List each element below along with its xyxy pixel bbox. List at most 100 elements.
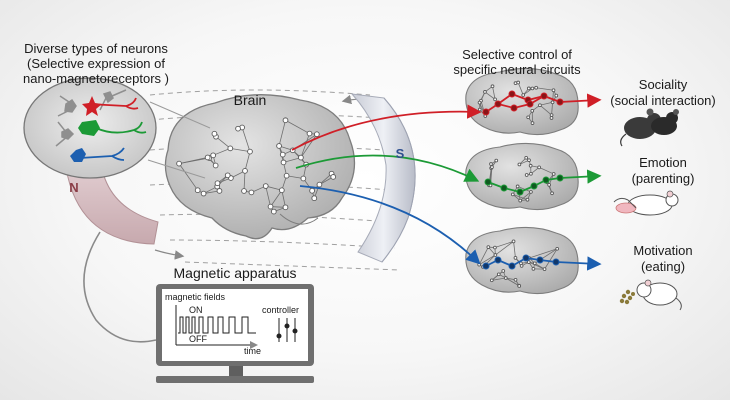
- off-label: OFF: [189, 334, 207, 344]
- red-circuit-nodes: [482, 90, 564, 116]
- network-link: [539, 104, 552, 116]
- network-node: [494, 158, 499, 163]
- network-node: [224, 172, 231, 179]
- network-node: [554, 93, 559, 98]
- network-node: [547, 183, 551, 187]
- social-mice-icon: [620, 108, 679, 147]
- network-node: [517, 284, 522, 288]
- network-node: [210, 152, 217, 159]
- neurons-title-line-1: Diverse types of neurons: [24, 41, 168, 56]
- sociality-detail-label: (social interaction): [610, 93, 716, 108]
- network-node: [330, 174, 337, 180]
- emotion-detail-label: (parenting): [631, 171, 695, 186]
- network-node: [515, 184, 520, 189]
- brain-outline: [164, 94, 356, 240]
- network-node: [200, 190, 207, 197]
- network-node: [248, 189, 255, 196]
- zoom-line-top: [149, 101, 211, 129]
- network-link: [538, 166, 554, 175]
- network-node: [282, 204, 289, 211]
- network-link: [300, 134, 318, 158]
- green-circuit-nodes: [484, 174, 564, 196]
- network-node: [300, 175, 307, 182]
- network-node: [529, 190, 533, 194]
- south-pole-magnet-edge: [381, 97, 416, 263]
- blue-pathway: [299, 185, 481, 265]
- network-link: [492, 86, 496, 100]
- network-node: [280, 159, 287, 166]
- network-node: [316, 181, 323, 188]
- network-link: [517, 186, 532, 193]
- parenting-mouse-icon: [613, 190, 679, 216]
- network-node: [521, 93, 526, 97]
- network-node: [477, 262, 482, 267]
- network-node: [526, 86, 531, 91]
- network-node: [490, 165, 494, 169]
- circuit-brain-emotion: [465, 142, 579, 211]
- network-link: [179, 157, 210, 164]
- network-link: [517, 82, 524, 96]
- network-node: [530, 121, 535, 125]
- network-node: [550, 100, 555, 105]
- network-node: [534, 85, 538, 90]
- red-pathway: [291, 104, 482, 151]
- network-link: [552, 90, 554, 103]
- network-node: [283, 172, 290, 179]
- magnet-cable: [83, 231, 157, 343]
- network-node: [527, 158, 531, 163]
- network-link: [551, 102, 553, 116]
- motivation-brain-network: [477, 239, 560, 288]
- network-link: [178, 163, 199, 191]
- network-node: [501, 269, 506, 273]
- network-link: [513, 241, 516, 258]
- network-link: [512, 194, 528, 201]
- fields-axis-label: magnetic fields: [165, 292, 226, 302]
- network-node: [513, 277, 518, 282]
- network-node: [278, 187, 285, 194]
- network-node: [247, 148, 253, 155]
- network-link: [478, 246, 489, 265]
- network-link: [519, 191, 532, 201]
- network-link: [283, 157, 302, 163]
- circuit-brain-social: [465, 67, 579, 136]
- network-link: [529, 248, 558, 259]
- gray-neurons: [55, 89, 127, 147]
- network-node: [510, 192, 515, 197]
- eating-mouse-icon: [619, 279, 682, 311]
- network-node: [309, 187, 315, 194]
- network-node: [517, 162, 522, 167]
- network-node: [486, 245, 491, 249]
- network-node: [531, 266, 536, 271]
- network-node: [526, 260, 531, 264]
- north-pole-label: N: [69, 180, 79, 195]
- network-node: [267, 203, 274, 210]
- network-node: [503, 276, 508, 280]
- blue-neuron: [70, 147, 125, 162]
- network-link: [536, 87, 554, 91]
- on-label: ON: [189, 305, 203, 315]
- magnetic-apparatus-monitor: [156, 284, 314, 383]
- network-node: [542, 267, 547, 271]
- circuits-title-line-2: specific neural circuits: [453, 62, 581, 77]
- network-node: [550, 191, 554, 196]
- network-link: [494, 240, 514, 248]
- network-link: [285, 119, 310, 134]
- apparatus-title: Magnetic apparatus: [173, 265, 297, 281]
- network-link: [491, 277, 506, 281]
- network-link: [230, 147, 251, 152]
- network-link: [522, 88, 533, 96]
- network-link: [544, 248, 558, 270]
- pulse-signal: [178, 316, 256, 334]
- network-link: [300, 133, 310, 158]
- network-node: [270, 208, 277, 215]
- network-node: [279, 151, 286, 158]
- network-node: [530, 86, 535, 91]
- network-node: [513, 256, 518, 260]
- network-node: [313, 131, 320, 138]
- motivation-detail-label: (eating): [640, 259, 686, 274]
- brain-neural-network: [176, 117, 337, 215]
- network-node: [551, 88, 556, 93]
- network-node: [176, 160, 182, 167]
- network-link: [213, 147, 231, 156]
